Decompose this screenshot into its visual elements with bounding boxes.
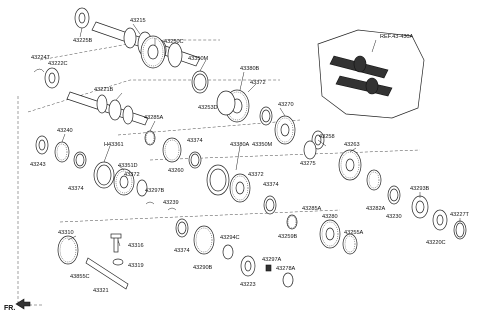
spring-43297B [145, 201, 155, 205]
ring-43374-b [188, 151, 202, 169]
bearing-43285A-lower [286, 214, 298, 230]
label-43243: 43243 [30, 162, 46, 168]
bearing-43220C [432, 209, 448, 231]
washer-43319 [112, 258, 124, 266]
label-43280: 43280 [322, 214, 338, 220]
ring-43374-d [175, 218, 189, 238]
label-43275: 43275 [300, 161, 316, 167]
ring-43350M-mid [259, 106, 273, 126]
plug-43297A [265, 264, 272, 272]
gear-43310 [57, 235, 79, 265]
ring-43230 [387, 185, 401, 205]
label-43316: 43316 [128, 243, 144, 249]
spring-43239 [167, 207, 177, 211]
label-43350M-mid: 43350M [252, 142, 273, 148]
label-43372-mid: 43372 [248, 172, 264, 178]
gear-43263 [338, 149, 362, 181]
label-43372-left: 43372 [124, 172, 140, 178]
bearing-43223 [240, 255, 256, 277]
label-43227T: 43227T [450, 212, 470, 218]
label-43374-left: 43374 [68, 186, 84, 192]
bolt-43316 [110, 233, 122, 253]
main-shaft-43221B [66, 91, 149, 126]
ring-43374-c [263, 195, 277, 215]
gear-43253D [216, 90, 236, 116]
label-43855C: 43855C [70, 274, 90, 280]
label-43321: 43321 [93, 288, 109, 294]
ring-43372-a [136, 179, 148, 197]
reference-label: REF.43-430A [380, 34, 414, 40]
snap-ring-43224T [33, 68, 45, 73]
label-43297A: 43297A [262, 257, 282, 263]
label-43290B: 43290B [193, 265, 213, 271]
bearing-43225B [74, 7, 90, 29]
label-43297B: 43297B [145, 188, 165, 194]
label-43230: 43230 [386, 214, 402, 220]
gear-43270 [274, 115, 296, 145]
ring-43278A [282, 272, 294, 288]
label-43220C: 43220C [426, 240, 446, 246]
label-43374-top: 43374 [187, 138, 203, 144]
label-43253D: 43253D [198, 105, 218, 111]
label-43258: 43258 [319, 134, 335, 140]
ring-43227T [453, 220, 467, 240]
label-43224T: 43224T [31, 55, 51, 61]
bearing-43293B [411, 195, 429, 219]
part-labels: 43225B 43215 43250C 43350M 43224T 43222C… [4, 18, 470, 312]
washer-43294C [222, 244, 234, 260]
label-43374-mid: 43374 [263, 182, 279, 188]
label-43278A: 43278A [276, 266, 296, 272]
gear-43282A [366, 169, 382, 191]
gear-43243 [54, 141, 70, 163]
gear-43255A [342, 233, 358, 255]
label-43223: 43223 [240, 282, 256, 288]
label-43239: 43239 [163, 200, 179, 206]
gear-43280 [319, 219, 341, 249]
label-43221B: 43221B [94, 87, 114, 93]
label-43260: 43260 [168, 168, 184, 174]
label-43259B: 43259B [278, 234, 298, 240]
hub-43380A-inner [229, 173, 251, 203]
gear-43275 [303, 140, 317, 160]
label-43222C: 43222C [48, 61, 68, 67]
label-43215: 43215 [130, 18, 146, 24]
label-H43361: H43361 [104, 142, 124, 148]
shaft-43321 [85, 257, 129, 290]
label-43380B: 43380B [240, 66, 260, 72]
label-43282A: 43282A [366, 206, 386, 212]
label-43270: 43270 [278, 102, 294, 108]
leader-lines [61, 23, 461, 247]
needle-bearing-43285A [144, 130, 156, 146]
label-43372-top: 43372 [250, 80, 266, 86]
label-43294C: 43294C [220, 235, 240, 241]
label-43225B: 43225B [73, 38, 93, 44]
ring-43374-a [73, 151, 87, 169]
hub-43351D [113, 168, 135, 196]
label-43263: 43263 [344, 142, 360, 148]
synchro-H43361 [93, 161, 115, 189]
label-43240: 43240 [57, 128, 73, 134]
gear-43260 [162, 137, 182, 163]
ring-43350M-top [191, 70, 209, 94]
front-direction-label: FR. [4, 305, 15, 312]
label-43319: 43319 [128, 263, 144, 269]
label-43374-lower: 43374 [174, 248, 190, 254]
label-43255A: 43255A [344, 230, 364, 236]
synchro-43380A [206, 164, 230, 196]
bearing-43222C [44, 67, 60, 89]
label-43350M-top: 43350M [188, 56, 209, 62]
transmission-case-inset [317, 29, 425, 119]
label-43250C: 43250C [164, 39, 184, 45]
gear-43290B [193, 225, 215, 255]
label-43380A: 43380A [230, 142, 250, 148]
front-arrow-icon [15, 298, 31, 310]
bearing-43240 [35, 135, 49, 155]
label-43351D: 43351D [118, 163, 138, 169]
label-43310: 43310 [58, 230, 74, 236]
label-43285A-top: 43285A [144, 115, 164, 121]
gear-43250C [140, 35, 166, 69]
label-43293B: 43293B [410, 186, 430, 192]
label-43285A-lower: 43285A [302, 206, 322, 212]
